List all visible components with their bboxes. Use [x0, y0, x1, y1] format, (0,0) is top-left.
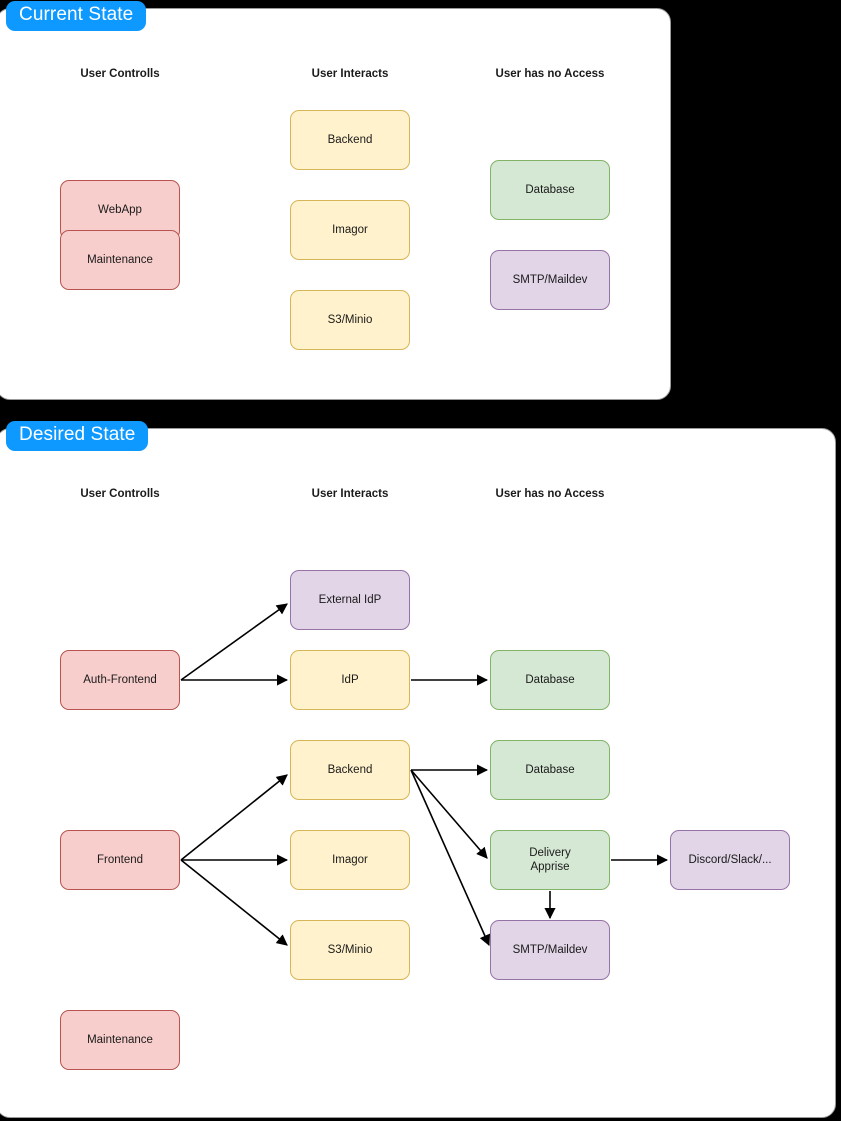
node-s3minio-desired[interactable]: S3/Minio — [290, 920, 410, 980]
node-smtp-maildev-desired[interactable]: SMTP/Maildev — [490, 920, 610, 980]
node-backend-current[interactable]: Backend — [290, 110, 410, 170]
node-idp[interactable]: IdP — [290, 650, 410, 710]
panel-title-desired-state: Desired State — [6, 421, 149, 451]
column-header-user-interacts-desired: User Interacts — [311, 488, 389, 500]
node-imagor-desired[interactable]: Imagor — [290, 830, 410, 890]
node-frontend[interactable]: Frontend — [60, 830, 180, 890]
node-database-backend[interactable]: Database — [490, 740, 610, 800]
node-smtp-maildev-current[interactable]: SMTP/Maildev — [490, 250, 610, 310]
node-delivery-apprise[interactable]: Delivery Apprise — [490, 830, 610, 890]
column-header-user-no-access-desired: User has no Access — [495, 488, 605, 500]
column-header-user-no-access-current: User has no Access — [495, 68, 605, 80]
node-imagor-current[interactable]: Imagor — [290, 200, 410, 260]
node-backend-desired[interactable]: Backend — [290, 740, 410, 800]
column-header-user-controls-current: User Controlls — [80, 68, 160, 80]
node-s3minio-current[interactable]: S3/Minio — [290, 290, 410, 350]
node-discord-slack[interactable]: Discord/Slack/... — [670, 830, 790, 890]
node-maintenance-current[interactable]: Maintenance — [60, 230, 180, 290]
node-database-idp[interactable]: Database — [490, 650, 610, 710]
node-external-idp[interactable]: External IdP — [290, 570, 410, 630]
node-maintenance-desired[interactable]: Maintenance — [60, 1010, 180, 1070]
panel-title-current-state: Current State — [6, 1, 147, 31]
column-header-user-controls-desired: User Controlls — [80, 488, 160, 500]
node-database-current[interactable]: Database — [490, 160, 610, 220]
column-header-user-interacts-current: User Interacts — [311, 68, 389, 80]
node-auth-frontend[interactable]: Auth-Frontend — [60, 650, 180, 710]
